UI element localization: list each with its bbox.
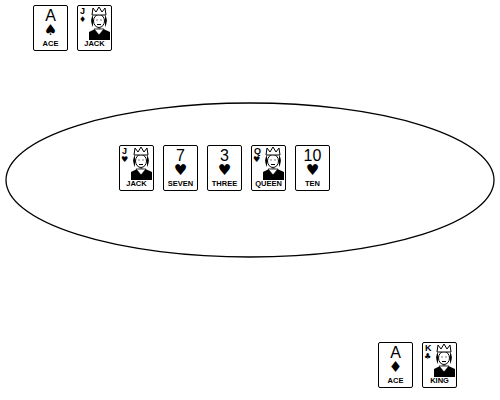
card-name: JACK <box>78 40 111 48</box>
card-rank: Q <box>254 147 261 156</box>
playing-card: J♦ JACK <box>77 5 112 51</box>
card-suit: ♥ <box>164 163 197 178</box>
face-picture <box>131 147 152 180</box>
playing-card: 7♥ SEVEN <box>163 145 198 191</box>
card-name: ACE <box>379 377 412 385</box>
playing-card: A♠ ACE <box>33 5 68 51</box>
card-rank: 7 <box>164 148 197 164</box>
card-rank: 10 <box>296 148 329 164</box>
playing-card: 10♥ TEN <box>295 145 330 191</box>
table-ellipse <box>6 103 494 257</box>
card-rank: K <box>425 344 432 353</box>
card-rank: J <box>80 7 85 16</box>
card-rank: A <box>379 345 412 361</box>
card-name: QUEEN <box>252 180 285 188</box>
card-rank: 3 <box>208 148 241 164</box>
card-name: JACK <box>120 180 153 188</box>
card-rank: J <box>122 147 127 156</box>
card-name: ACE <box>34 40 67 48</box>
playing-card: Q♥ QUEEN <box>251 145 286 191</box>
card-name: KING <box>423 377 456 385</box>
card-suit: ♥ <box>253 156 260 164</box>
card-name: THREE <box>208 180 241 188</box>
card-rank: A <box>34 8 67 24</box>
card-suit: ♦ <box>79 16 86 24</box>
card-name: SEVEN <box>164 180 197 188</box>
playing-card: K♣ KING <box>422 342 457 388</box>
face-picture <box>434 344 455 377</box>
card-suit: ♥ <box>296 163 329 178</box>
card-suit: ♥ <box>121 156 128 164</box>
card-suit: ♦ <box>379 360 412 375</box>
face-picture <box>263 147 284 180</box>
card-suit: ♥ <box>208 163 241 178</box>
card-suit: ♠ <box>34 23 67 38</box>
playing-card: J♥ JACK <box>119 145 154 191</box>
card-suit: ♣ <box>424 353 431 361</box>
face-picture <box>89 7 110 40</box>
card-name: TEN <box>296 180 329 188</box>
playing-card: A♦ ACE <box>378 342 413 388</box>
playing-card: 3♥ THREE <box>207 145 242 191</box>
